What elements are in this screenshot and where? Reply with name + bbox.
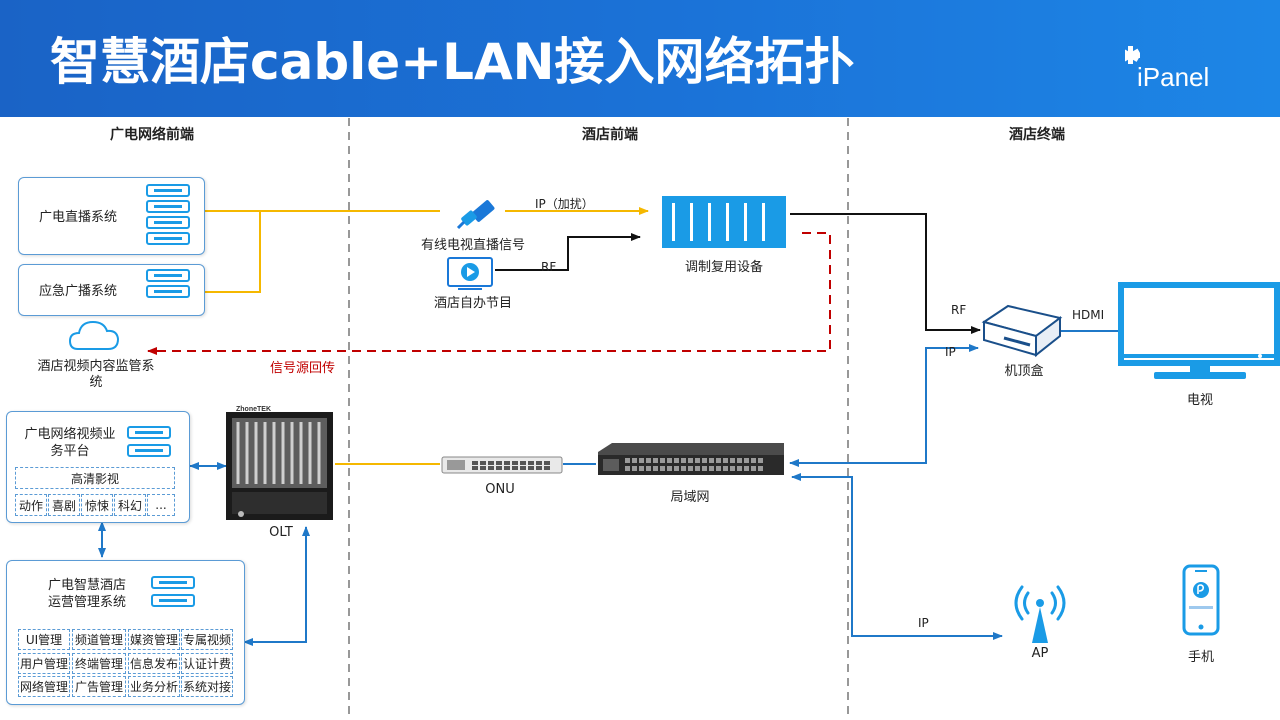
- server-icon: [146, 269, 190, 298]
- featured-category[interactable]: 高清影视: [15, 467, 175, 489]
- hdmi-label: HDMI: [1072, 308, 1105, 322]
- ip-label-stb: IP: [945, 345, 956, 359]
- page-title: 智慧酒店cable+LAN接入网络拓扑: [50, 33, 855, 91]
- section-header-middle: 酒店前端: [582, 127, 638, 143]
- onu-label: ONU: [485, 482, 515, 497]
- ap-label: AP: [1031, 646, 1049, 661]
- module-item[interactable]: 网络管理: [18, 676, 70, 697]
- olt-brand-label: ZhoneTEK: [236, 406, 271, 413]
- section-header-right: 酒店终端: [1009, 127, 1065, 143]
- ip-scrambled-label: IP（加扰）: [535, 197, 594, 211]
- module-item[interactable]: 用户管理: [18, 653, 70, 674]
- phone-label: 手机: [1187, 650, 1215, 665]
- module-item[interactable]: 信息发布: [128, 653, 180, 674]
- tv-label: 电视: [1186, 393, 1214, 408]
- cable-signal-label: 有线电视直播信号: [420, 238, 526, 253]
- content-monitor-label: 酒店视频内容监管系统: [37, 359, 155, 390]
- modulator-label: 调制复用设备: [684, 260, 764, 275]
- module-item[interactable]: 广告管理: [72, 676, 126, 697]
- server-icon: [127, 426, 171, 457]
- section-header-left: 广电网络前端: [110, 127, 194, 143]
- onu-icon: [441, 456, 563, 474]
- ipanel-logo-icon: [1125, 46, 1140, 64]
- cable-signal-icon: [456, 200, 495, 230]
- tv-icon: [1118, 282, 1280, 379]
- cloud-icon: [68, 320, 120, 350]
- olt-label: OLT: [269, 525, 293, 540]
- signal-return-line: [147, 232, 831, 355]
- olt-chassis-icon: [226, 412, 333, 520]
- module-item[interactable]: 业务分析: [128, 676, 180, 697]
- genre-item[interactable]: 动作: [15, 494, 47, 516]
- genre-item[interactable]: 惊悚: [81, 494, 113, 516]
- stb-label: 机顶盒: [1004, 364, 1044, 379]
- genre-item[interactable]: 喜剧: [48, 494, 80, 516]
- module-item[interactable]: 认证计费: [181, 653, 233, 674]
- title-banner: [0, 0, 1280, 117]
- modulator-icon: [662, 196, 786, 248]
- emergency-broadcast-label: 应急广播系统: [39, 284, 118, 299]
- logo-text: iPanel: [1137, 62, 1210, 92]
- video-platform-title-line1: 广电网络视频业: [24, 427, 116, 442]
- lan-switch-icon: [598, 443, 784, 475]
- video-play-icon: [447, 257, 493, 290]
- module-item[interactable]: 系统对接: [181, 676, 233, 697]
- wifi-ap-icon: [1014, 585, 1066, 621]
- set-top-box-icon: [981, 304, 1063, 358]
- module-item[interactable]: 终端管理: [72, 653, 126, 674]
- hotel-program-label: 酒店自办节目: [433, 296, 513, 311]
- server-icon: [151, 576, 195, 607]
- ops-system-title-line2: 运营管理系统: [47, 595, 126, 610]
- broadcast-live-label: 广电直播系统: [39, 210, 118, 225]
- module-item[interactable]: UI管理: [18, 629, 70, 650]
- lan-label: 局域网: [670, 490, 710, 505]
- video-platform-title-line2: 务平台: [50, 444, 90, 459]
- ops-system-title: 广电智慧酒店 运营管理系统: [30, 577, 144, 611]
- genre-item[interactable]: ...: [147, 494, 175, 516]
- signal-return-label: 信号源回传: [270, 361, 336, 376]
- genre-item[interactable]: 科幻: [114, 494, 146, 516]
- ops-system-title-line1: 广电智慧酒店: [47, 578, 126, 593]
- video-platform-title: 广电网络视频业 务平台: [20, 426, 120, 460]
- module-item[interactable]: 频道管理: [72, 629, 126, 650]
- ip-label-ap: IP: [918, 616, 929, 630]
- rf-label-program: RF: [541, 260, 557, 274]
- server-icon: [146, 184, 190, 245]
- phone-icon: [1182, 564, 1220, 636]
- rf-label-stb: RF: [951, 303, 967, 317]
- module-item[interactable]: 专属视频: [181, 629, 233, 650]
- module-item[interactable]: 媒资管理: [128, 629, 180, 650]
